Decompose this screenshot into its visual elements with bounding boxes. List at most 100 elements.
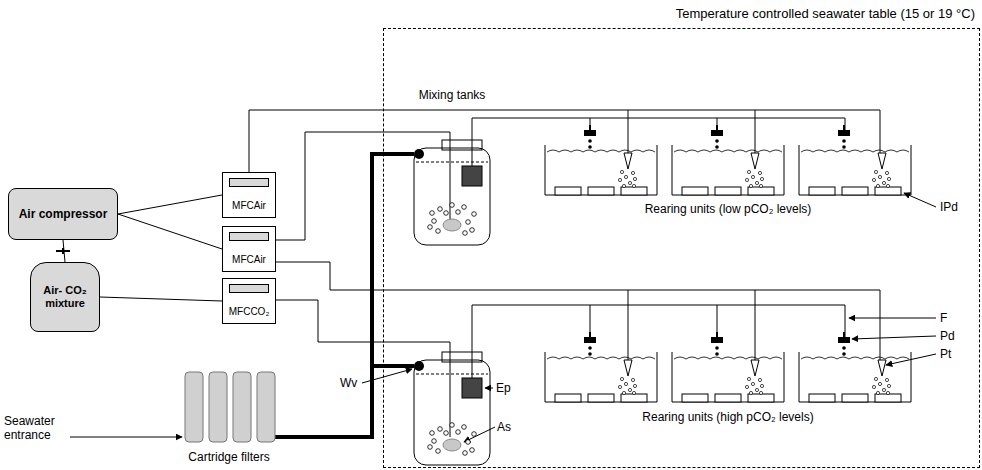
water-drop	[715, 139, 719, 143]
pipette-tip	[624, 360, 632, 376]
bubble	[745, 178, 748, 181]
bubble	[624, 382, 627, 385]
water-surface	[674, 357, 782, 359]
water-level	[416, 374, 488, 375]
water-drop	[588, 352, 592, 356]
box-label: MFCAir	[232, 254, 266, 265]
pump	[462, 378, 482, 398]
leader-line	[362, 369, 412, 383]
display-panel	[229, 178, 269, 187]
larval-container	[682, 187, 708, 195]
bubble	[755, 388, 758, 391]
bubble	[622, 184, 625, 187]
callout-label: Ep	[496, 381, 511, 395]
mass-flow-controller: MFCCO₂	[222, 278, 276, 324]
bubble	[620, 170, 623, 173]
bubble	[430, 211, 435, 216]
pipette-tip	[624, 153, 632, 169]
leader-line	[852, 336, 936, 339]
bubble	[745, 385, 748, 388]
tap-valve	[711, 337, 723, 343]
tap-valve	[838, 337, 850, 343]
bubble	[876, 184, 879, 187]
water-drop	[842, 346, 846, 350]
bubble	[632, 391, 635, 394]
bubble	[760, 384, 763, 387]
bubble	[618, 178, 621, 181]
bubble	[882, 181, 885, 184]
bubble	[470, 228, 475, 233]
water-surface	[547, 150, 655, 152]
bubble	[432, 439, 437, 444]
cartridge-filter	[257, 372, 275, 442]
bubble	[633, 384, 636, 387]
larval-container	[588, 187, 614, 195]
larval-container	[588, 394, 614, 402]
water-drop	[842, 352, 846, 356]
bubble	[432, 219, 437, 224]
gas-valve	[56, 248, 70, 254]
mass-flow-controller: MFCAir	[222, 172, 276, 218]
larval-container	[621, 394, 647, 402]
bubble	[444, 211, 449, 216]
water-drop	[715, 145, 719, 149]
bubble	[751, 175, 754, 178]
bubble	[472, 432, 477, 437]
bubble	[758, 171, 761, 174]
group-label: Mixing tanks	[419, 88, 486, 102]
mixing-tank	[414, 360, 490, 465]
bubble	[887, 177, 890, 180]
bubble	[631, 378, 634, 381]
bubble	[749, 391, 752, 394]
display-panel	[229, 232, 269, 241]
leader-line	[849, 318, 936, 319]
water-drop	[715, 346, 719, 350]
gas-line	[63, 240, 65, 262]
cartridge-filter	[209, 372, 227, 442]
bubble	[450, 203, 455, 208]
cartridge-filter	[233, 372, 251, 442]
rearing-unit	[545, 145, 657, 195]
water-drop	[588, 145, 592, 149]
rearing-unit	[545, 352, 657, 402]
bubble	[428, 445, 433, 450]
air-stone	[443, 439, 461, 451]
pipette-tip	[878, 360, 886, 376]
part-label: Cartridge filters	[188, 450, 269, 464]
air-compressor: Air compressor	[8, 188, 118, 240]
gas-cylinder: Air- CO₂ mixture	[30, 262, 100, 332]
air-stone	[443, 219, 461, 231]
bubble	[885, 378, 888, 381]
water-drop	[842, 139, 846, 143]
rearing-unit	[672, 352, 784, 402]
callout-label: Wv	[340, 376, 357, 390]
group-label: Rearing units (low pCO₂ levels)	[645, 202, 812, 216]
bubble	[436, 449, 441, 454]
larval-container	[748, 394, 774, 402]
pipette-tip	[751, 153, 759, 169]
larval-container	[555, 394, 581, 402]
tap-handle	[716, 125, 718, 130]
bubble	[444, 431, 449, 436]
bubble	[747, 170, 750, 173]
larval-container	[842, 187, 868, 195]
bubble	[632, 184, 635, 187]
display-panel	[229, 284, 269, 293]
bubble	[874, 377, 877, 380]
bubble	[872, 178, 875, 181]
water-surface	[801, 150, 909, 152]
air-line	[276, 262, 880, 360]
inflow-arrow	[70, 437, 182, 438]
tap-valve	[838, 130, 850, 136]
box-label: MFCAir	[232, 200, 266, 211]
bubble	[618, 385, 621, 388]
bubble	[885, 171, 888, 174]
rearing-unit	[799, 145, 911, 195]
bubble	[758, 378, 761, 381]
water-drop	[588, 139, 592, 143]
group-label: Rearing units (high pCO₂ levels)	[642, 410, 813, 424]
air-line	[249, 110, 880, 172]
water-drop	[842, 145, 846, 149]
bubble	[470, 448, 475, 453]
